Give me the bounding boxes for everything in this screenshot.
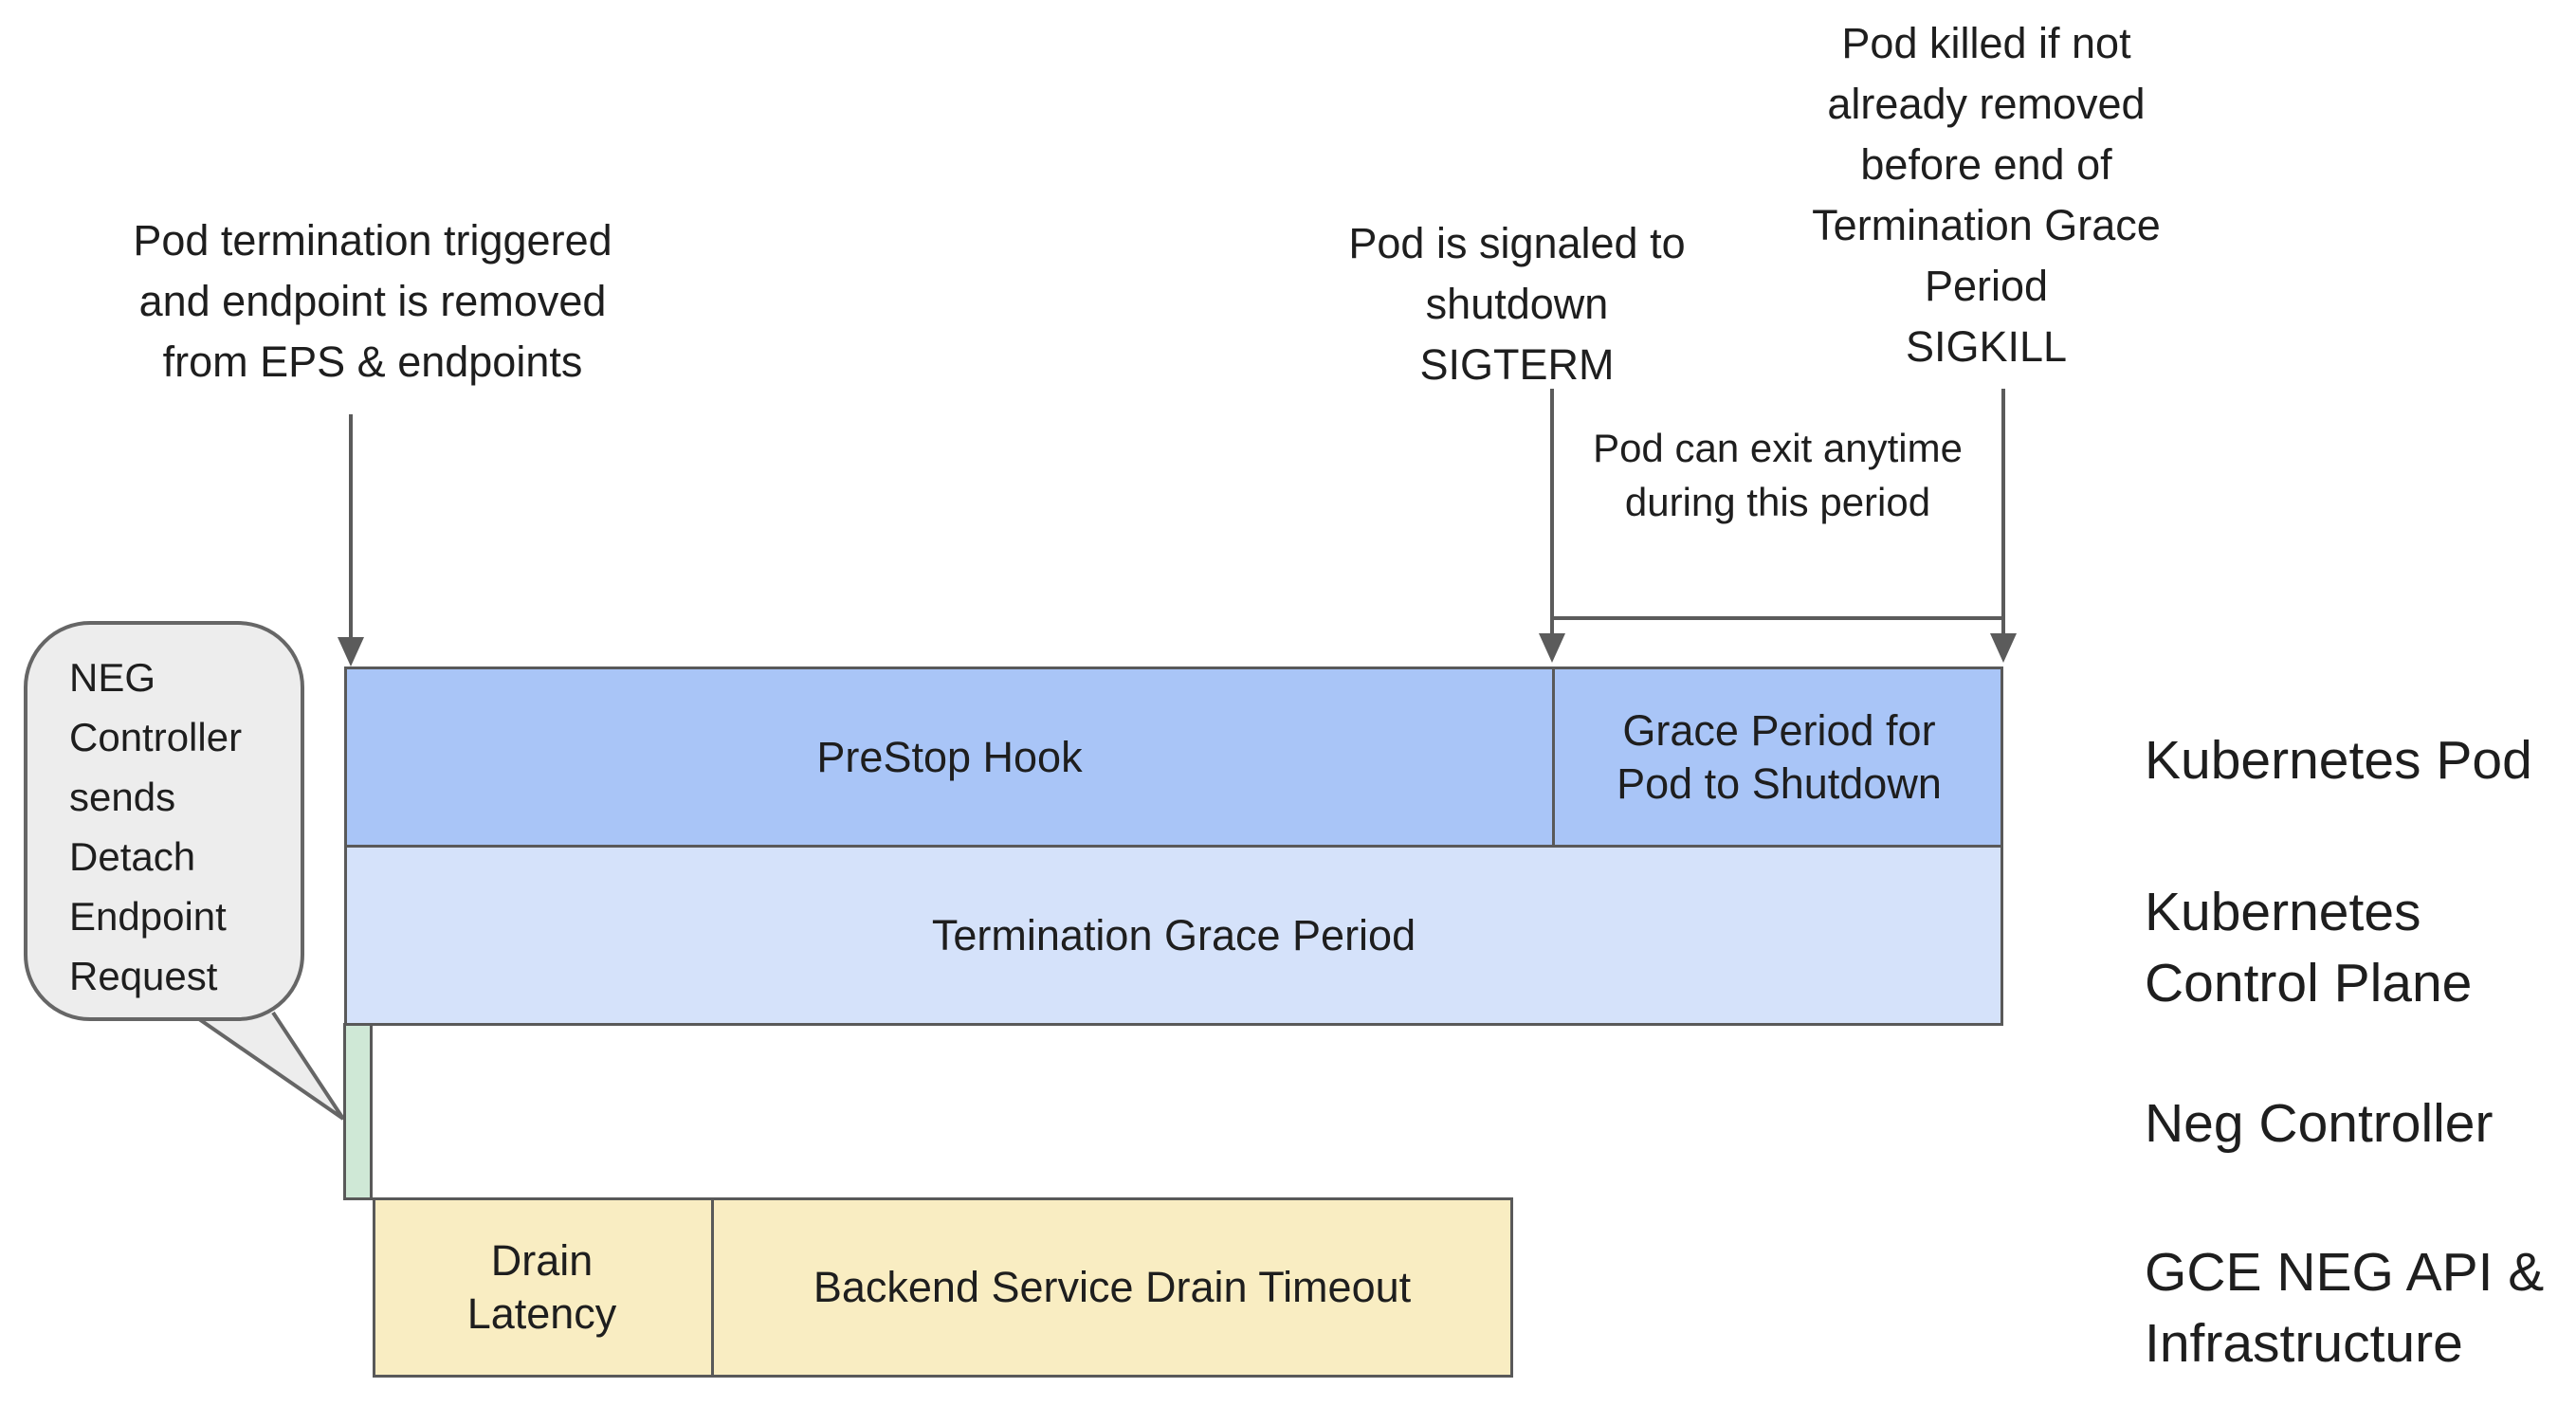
termination-grace-period-label: Termination Grace Period — [931, 910, 1416, 959]
neg-controller-speech-bubble: NEG Controller sends Detach Endpoint Req… — [24, 621, 304, 1021]
drain-latency-label: Drain Latency — [466, 1236, 617, 1338]
annotation-sigterm: Pod is signaled to shutdown SIGTERM — [1348, 219, 1686, 389]
row-label-kubernetes-control-plane: Kubernetes Control Plane — [2145, 882, 2473, 1013]
prestop-hook-label: PreStop Hook — [816, 732, 1083, 781]
prestop-grace-divider — [1552, 666, 1555, 848]
arrowhead-sigterm — [1539, 633, 1565, 663]
row-label-neg-controller: Neg Controller — [2145, 1093, 2494, 1154]
row-label-gce-neg: GCE NEG API & Infrastructure — [2145, 1242, 2545, 1374]
kubernetes-control-plane-row-bar: Termination Grace Period — [344, 845, 2003, 1026]
drain-latency-divider — [711, 1197, 714, 1378]
annotation-sigkill: Pod killed if not already removed before… — [1812, 19, 2161, 371]
speech-bubble-tail — [188, 1011, 345, 1121]
annotation-pod-termination: Pod termination triggered and endpoint i… — [133, 216, 612, 386]
backend-drain-timeout-label: Backend Service Drain Timeout — [813, 1263, 1412, 1311]
grace-period-label: Grace Period for Pod to Shutdown — [1617, 705, 1942, 808]
annotation-exit-period: Pod can exit anytime during this period — [1593, 426, 1963, 524]
neg-controller-bar — [343, 1023, 373, 1200]
gce-neg-row-bar — [373, 1197, 1513, 1378]
arrowhead-pod-termination — [338, 637, 364, 666]
arrowhead-sigkill — [1990, 633, 2017, 663]
row-label-kubernetes-pod: Kubernetes Pod — [2145, 730, 2532, 791]
